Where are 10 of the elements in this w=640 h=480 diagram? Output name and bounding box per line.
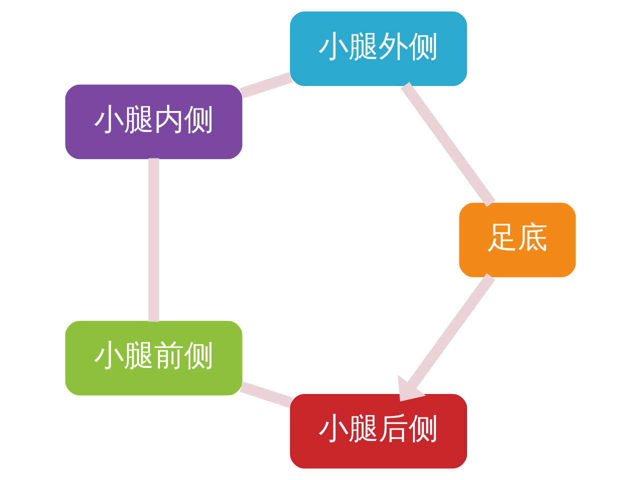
connector (239, 72, 292, 99)
connector (239, 382, 292, 408)
node-box: 小腿内侧 (64, 84, 242, 160)
connector (148, 158, 159, 322)
node-box: 小腿外侧 (290, 12, 467, 86)
node-box: 足底 (458, 202, 576, 278)
arrow (397, 273, 495, 402)
node-box: 小腿后侧 (290, 394, 467, 468)
node-box: 小腿前侧 (64, 320, 242, 396)
connector (400, 82, 495, 207)
